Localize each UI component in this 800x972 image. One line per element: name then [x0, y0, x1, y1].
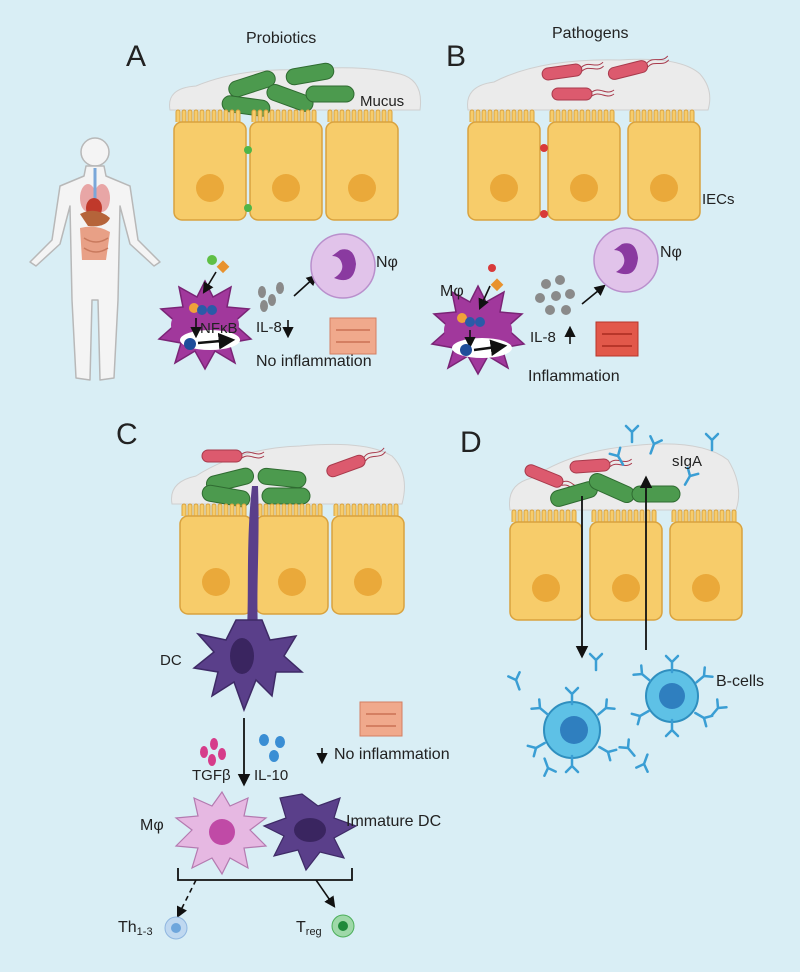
panel-a-title: Probiotics	[246, 30, 316, 47]
neutrophil	[310, 233, 376, 299]
dendritic-cell	[192, 619, 304, 713]
epithelial-cells-d	[510, 510, 742, 620]
b-cell-1	[526, 686, 618, 774]
macrophage-b-label: Mφ	[440, 283, 464, 300]
bracket	[177, 868, 353, 881]
treg-label: Treg	[296, 919, 322, 938]
panel-a-letter: A	[126, 40, 146, 73]
panel-c-outcome: No inflammation	[334, 746, 450, 763]
mucus-layer-b	[467, 58, 711, 111]
mucus-label: Mucus	[360, 93, 404, 110]
b-cell-2	[630, 654, 714, 738]
macrophage-c	[174, 790, 268, 876]
intestine-icon-inflamed	[595, 321, 639, 357]
iecs-label: IECs	[702, 191, 735, 208]
th-label: Th1-3	[118, 919, 153, 938]
th-cell	[164, 916, 188, 940]
panel-d-letter: D	[460, 426, 482, 459]
il10-label: IL-10	[254, 767, 288, 784]
nfkb-label: NFκB	[200, 320, 238, 337]
epithelial-cells	[174, 110, 398, 220]
dc-dendrite	[247, 486, 259, 630]
il8-b-label: IL-8	[530, 329, 556, 346]
panel-b-title: Pathogens	[552, 25, 629, 42]
il8-dots	[258, 282, 284, 312]
il8-label: IL-8	[256, 319, 282, 336]
intestine-icon-c	[359, 701, 403, 737]
panel-b-letter: B	[446, 40, 466, 73]
treg-cell	[331, 914, 355, 938]
il10-dots	[259, 734, 285, 762]
dc-label: DC	[160, 652, 182, 669]
tgfb-label: TGFβ	[192, 767, 231, 784]
macrophage-c-label: Mφ	[140, 817, 164, 834]
tgfb-dots	[200, 738, 226, 766]
free-antibodies	[507, 652, 728, 777]
panel-a-outcome: No inflammation	[256, 353, 372, 370]
siga-label: sIgA	[672, 453, 702, 470]
panel-b: B Pathogens IECs Mφ	[431, 25, 735, 385]
panel-c: C DC TGFβ IL-10	[116, 418, 450, 940]
epithelial-cells-c	[180, 504, 404, 614]
neutrophil-b	[593, 227, 659, 293]
intestine-icon	[329, 317, 377, 355]
panel-c-letter: C	[116, 418, 138, 451]
neutrophil-label: Nφ	[376, 254, 398, 271]
bcells-label: B-cells	[716, 673, 764, 690]
neutrophil-b-label: Nφ	[660, 244, 682, 261]
panel-a: A Probiotics Mucus NFκB	[126, 30, 422, 370]
immature-dc-label: Immature DC	[346, 813, 441, 830]
panel-b-outcome: Inflammation	[528, 368, 620, 385]
il8-dots-b	[535, 275, 575, 315]
panel-d: D sIgA	[460, 424, 764, 777]
human-body-figure	[29, 137, 161, 381]
epithelial-cells-b	[468, 110, 700, 220]
immature-dc	[262, 793, 358, 872]
